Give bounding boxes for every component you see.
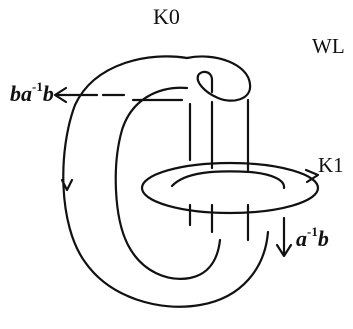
- k1-ring: [140, 161, 320, 215]
- word-label-left: ba-1b: [10, 79, 54, 106]
- k0-clasp: [185, 55, 252, 102]
- k1-direction-arrow-icon: [304, 168, 320, 184]
- down-arrow-head-icon: [275, 243, 293, 258]
- k0-inner-boundary: [114, 86, 222, 280]
- k0-clasp-inner: [196, 70, 214, 94]
- k0-outer-boundary: [62, 55, 270, 308]
- k1-label: K1: [318, 153, 344, 177]
- k1-inner-arc: [170, 170, 286, 190]
- word-label-right: a-1b: [296, 224, 329, 251]
- left-arrow-head-icon: [53, 86, 68, 104]
- k0-label: K0: [153, 4, 180, 29]
- k0-direction-arrow-icon: [60, 178, 74, 192]
- wl-label: WL: [312, 34, 345, 58]
